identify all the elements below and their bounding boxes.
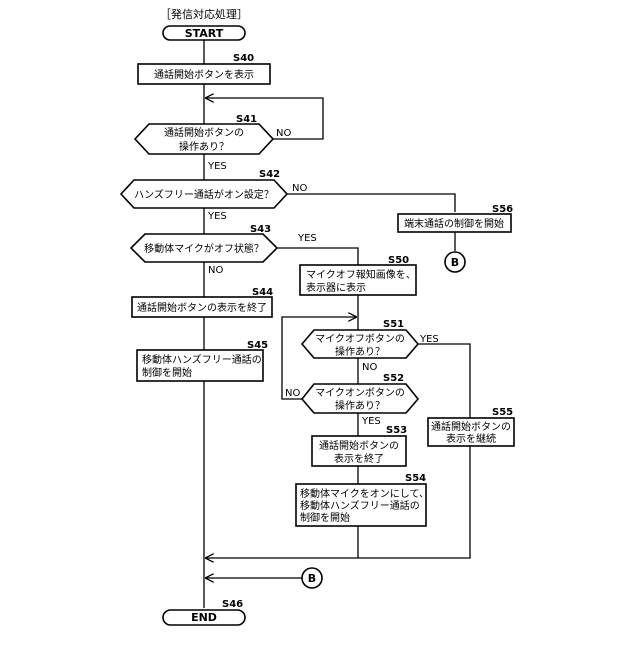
svg-text:制御を開始: 制御を開始 (142, 366, 192, 379)
svg-text:通話開始ボタンの: 通話開始ボタンの (319, 439, 399, 452)
step-id-s52: S52 (383, 373, 404, 384)
step-id-s42: S42 (259, 169, 280, 180)
start-terminal: START (163, 26, 245, 40)
svg-text:表示器に表示: 表示器に表示 (306, 281, 366, 294)
step-id-s40: S40 (233, 53, 254, 64)
decision-s41: 通話開始ボタンの 操作あり？ (135, 124, 273, 154)
decision-s51: マイクオフボタンの 操作あり？ (302, 330, 418, 358)
step-id-s53: S53 (386, 425, 407, 436)
label-s52-no: NO (285, 388, 300, 399)
svg-text:操作あり？: 操作あり？ (179, 140, 229, 153)
svg-text:端末通話の制御を開始: 端末通話の制御を開始 (404, 217, 504, 230)
svg-text:移動体ハンズフリー通話の: 移動体ハンズフリー通話の (300, 499, 420, 512)
step-s50-box: マイクオフ報知画像を、 表示器に表示 (300, 265, 416, 295)
svg-text:通話開始ボタンの: 通話開始ボタンの (431, 420, 511, 433)
step-id-s51: S51 (383, 319, 404, 330)
step-id-s55: S55 (492, 407, 513, 418)
svg-text:通話開始ボタンの表示を終了: 通話開始ボタンの表示を終了 (137, 301, 267, 314)
step-s40-box: 通話開始ボタンを表示 (138, 64, 270, 84)
decision-s52: マイクオンボタンの 操作あり？ (302, 384, 418, 413)
svg-text:操作あり？: 操作あり？ (335, 399, 385, 412)
svg-text:通話開始ボタンを表示: 通話開始ボタンを表示 (154, 68, 254, 81)
label-s52-yes: YES (361, 416, 381, 427)
label-s51-no: NO (362, 362, 377, 373)
label-s41-yes: YES (207, 161, 227, 172)
step-id-s56: S56 (492, 204, 513, 215)
edge-s54-merge (206, 526, 358, 558)
step-s45-box: 移動体ハンズフリー通話の 制御を開始 (137, 350, 263, 381)
svg-text:START: START (185, 27, 224, 40)
step-s54-box: 移動体マイクをオンにして、 移動体ハンズフリー通話の 制御を開始 (296, 484, 429, 526)
step-id-s54: S54 (405, 473, 426, 484)
label-s42-yes: YES (207, 211, 227, 222)
step-s55-box: 通話開始ボタンの 表示を継続 (428, 418, 514, 446)
connector-b-return: B (302, 568, 322, 588)
svg-text:操作あり？: 操作あり？ (335, 345, 385, 358)
label-s42-no: NO (292, 183, 307, 194)
edge-s43-yes (277, 248, 358, 265)
decision-s42: ハンズフリー通話がオン設定？ (121, 180, 287, 208)
svg-text:マイクオフ報知画像を、: マイクオフ報知画像を、 (306, 268, 416, 281)
svg-text:制御を開始: 制御を開始 (300, 511, 350, 524)
step-s44-box: 通話開始ボタンの表示を終了 (132, 297, 272, 317)
svg-text:表示を継続: 表示を継続 (446, 432, 496, 445)
connector-b-s56: B (445, 252, 465, 272)
svg-text:ハンズフリー通話がオン設定？: ハンズフリー通話がオン設定？ (134, 188, 274, 201)
label-s43-no: NO (208, 265, 223, 276)
label-s41-no: NO (276, 128, 291, 139)
step-id-s46: S46 (222, 599, 243, 610)
svg-text:マイクオンボタンの: マイクオンボタンの (315, 387, 405, 399)
step-id-s41: S41 (236, 114, 257, 125)
step-s56-box: 端末通話の制御を開始 (398, 214, 511, 232)
svg-text:移動体マイクをオンにして、: 移動体マイクをオンにして、 (300, 487, 429, 500)
edge-s42-no (287, 194, 455, 212)
svg-text:移動体マイクがオフ状態？: 移動体マイクがオフ状態？ (144, 242, 264, 255)
step-id-s43: S43 (250, 224, 271, 235)
svg-text:B: B (451, 256, 459, 269)
step-id-s50: S50 (388, 255, 409, 266)
svg-text:マイクオフボタンの: マイクオフボタンの (315, 333, 405, 345)
label-s51-yes: YES (419, 334, 439, 345)
step-id-s45: S45 (247, 340, 268, 351)
svg-text:表示を終了: 表示を終了 (334, 452, 384, 465)
decision-s43: 移動体マイクがオフ状態？ (131, 234, 277, 262)
label-s43-yes: YES (297, 233, 317, 244)
step-s53-box: 通話開始ボタンの 表示を終了 (312, 436, 406, 466)
step-id-s44: S44 (252, 287, 273, 298)
svg-text:移動体ハンズフリー通話の: 移動体ハンズフリー通話の (142, 353, 262, 366)
svg-text:END: END (191, 611, 217, 624)
diagram-title: ［発信対応処理］ (160, 7, 248, 21)
end-terminal: END (163, 610, 245, 625)
svg-text:通話開始ボタンの: 通話開始ボタンの (164, 126, 244, 139)
edge-s51-yes (418, 344, 470, 418)
svg-text:B: B (308, 572, 316, 585)
